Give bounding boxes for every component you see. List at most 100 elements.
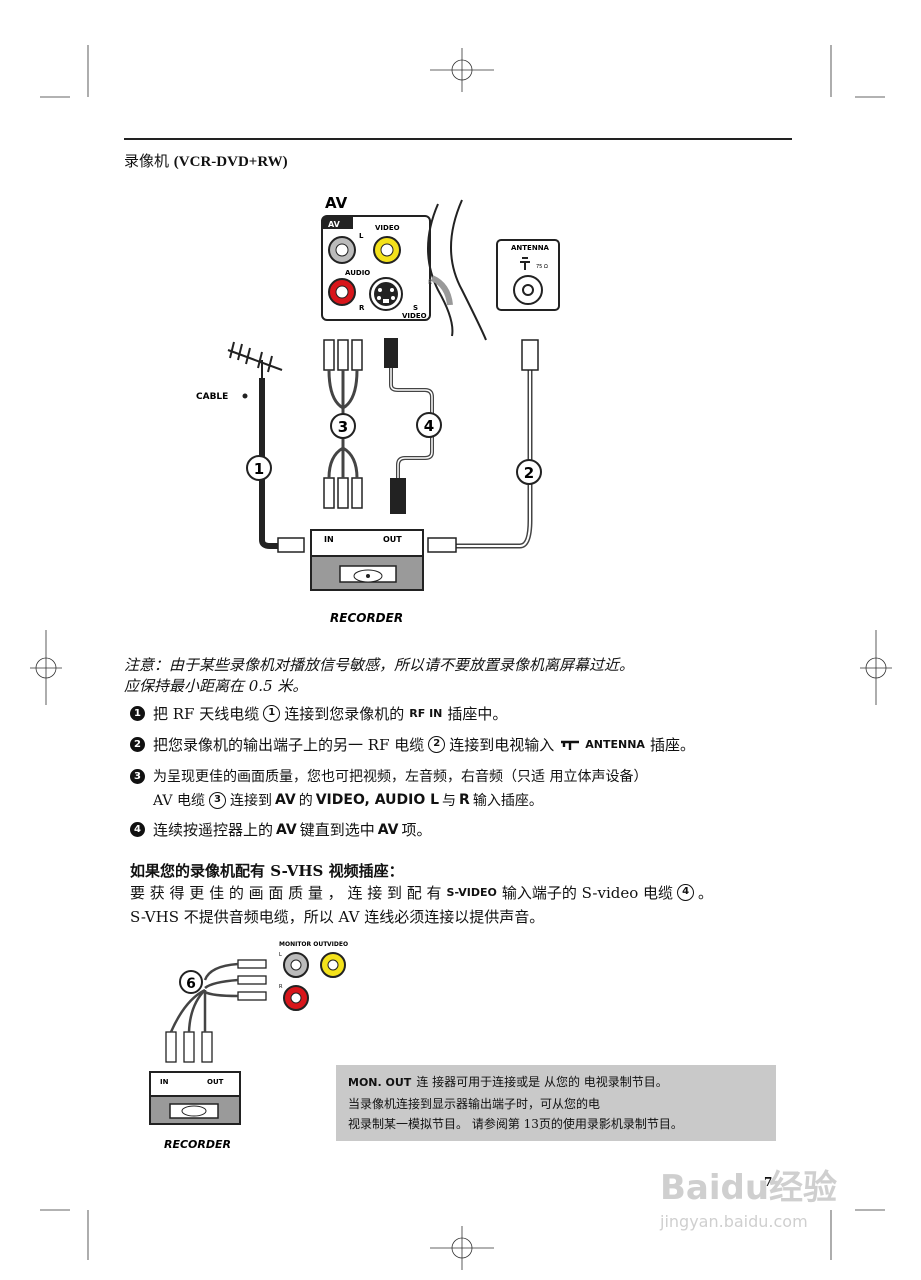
antenna-symbol-icon (561, 740, 580, 750)
step-1-keyword: RF IN (409, 707, 443, 720)
cable-3-av-cable (323, 339, 363, 509)
recorder2-in-label: IN (160, 1078, 169, 1086)
antenna-jack (513, 275, 543, 305)
cable-3-number: 3 (338, 418, 348, 436)
svhs-keyword: S-VIDEO (446, 886, 497, 899)
step-4-keyword-av: AV (276, 821, 297, 838)
watermark-brand: Baidu经验 (660, 1168, 838, 1208)
cable-2-plug-top (521, 339, 539, 371)
step-3-text-c: 输入插座。 (472, 793, 543, 809)
step-3-keyword-video-audio: VIDEO, AUDIO L (315, 792, 440, 808)
monitor-jack-r (283, 985, 309, 1011)
step-4-text-c: 项。 (401, 821, 432, 839)
jack-video (373, 236, 401, 264)
step-1-cable-ref: 1 (263, 705, 281, 722)
jack-audio-r (328, 278, 356, 306)
recorder2-caption: RECORDER (164, 1138, 231, 1151)
mon-out-info-box: MON. OUT 连 接器可用于连接或是 从您的 电视录制节目。 当录像机连接到显… (336, 1065, 776, 1141)
video-label: VIDEO (375, 224, 400, 232)
info-line-2: 当录像机连接到显示器输出端子时，可从您的电 (348, 1097, 601, 1111)
svhs-text-b: 输入端子的 S-video 电缆 (501, 884, 674, 902)
svideo-label: VIDEO (402, 312, 427, 320)
page-title: 录像机 (VCR-DVD+RW) (124, 150, 288, 171)
antenna-panel (496, 239, 560, 311)
monitor-video-label: VIDEO (327, 941, 348, 948)
cable-6-number: 6 (186, 976, 196, 992)
step-1-text-a: 把 RF 天线电缆 (153, 705, 260, 723)
info-line-3: 视录制某一模拟节目。 请参阅第 13页的使用录影机录制节目。 (348, 1117, 683, 1131)
step-3-text-a: 为呈现更佳的画面质量，您也可把视频，左音频，右音频（只适 用立体声设备） (153, 769, 648, 785)
step-4: 4 连续按遥控器上的 AV 键直到选中 AV 项。 (130, 819, 432, 840)
step-4-bullet: 4 (130, 822, 145, 837)
recorder-out-label: OUT (383, 535, 402, 544)
recorder-device-2 (149, 1071, 241, 1125)
watermark-url: jingyan.baidu.com (660, 1212, 808, 1231)
av-tag: AV (328, 220, 341, 229)
step-3-cable-ref: 3 (208, 791, 226, 809)
info-text-1: 连 接器可用于连接或是 从您的 电视录制节目。 (416, 1075, 668, 1089)
svideo-s-label: S (413, 304, 418, 312)
svhs-paragraph-1: 要 获 得 更 佳 的 画 面 质 量 ， 连 接 到 配 有 S-VIDEO … (130, 882, 713, 903)
note-line-2: 应保持最小距离在 0.5 米。 (124, 677, 308, 695)
monitor-l-label: L (279, 952, 282, 958)
cable-2-plug-bottom (427, 537, 457, 553)
cable-label: CABLE (196, 392, 228, 402)
step-2-text-a: 把您录像机的输出端子上的另一 RF 电缆 (153, 736, 425, 754)
cable-2-number: 2 (524, 464, 534, 482)
note-line-1: 注意：由于某些录像机对播放信号敏感，所以请不要放置录像机离屏幕过近。 (124, 656, 635, 674)
step-1: 1 把 RF 天线电缆 1 连接到您录像机的 RF IN 插座中。 (130, 703, 507, 724)
title-cn: 录像机 (124, 152, 170, 170)
title-en: (VCR-DVD+RW) (173, 154, 288, 170)
step-3-text-and: 与 (442, 793, 457, 809)
antenna-icon (520, 257, 530, 270)
step-2-text-b: 连接到电视输入 (449, 736, 555, 754)
antenna-ohm: 75 Ω (536, 264, 548, 270)
step-3-keyword-r: R (459, 792, 470, 808)
antenna-label: ANTENNA (511, 244, 550, 252)
recorder2-out-label: OUT (207, 1078, 224, 1086)
step-2-keyword: ANTENNA (585, 738, 645, 751)
step-2-cable-ref: 2 (428, 736, 446, 753)
cable-4-number: 4 (424, 417, 434, 435)
step-3-text-b: 连接到 (229, 793, 272, 809)
aerial-antenna-icon (227, 341, 283, 380)
jack-svideo (369, 277, 403, 311)
monitor-jack-l (283, 952, 309, 978)
step-3-bullet: 3 (130, 768, 145, 784)
step-3-text-pre: AV 电缆 (153, 793, 205, 809)
port-l-label: L (359, 232, 364, 240)
header-rule (124, 138, 792, 140)
partial-jack (430, 275, 453, 306)
cable-1-wire (259, 378, 282, 549)
recorder-caption: RECORDER (330, 611, 403, 625)
step-1-text-b: 连接到您录像机的 (284, 705, 405, 723)
monitor-jack-video (320, 952, 346, 978)
monitor-out-label: MONITOR OUT (279, 941, 328, 948)
step-4-text-a: 连续按遥控器上的 (153, 821, 274, 839)
step-3-text-de: 的 (298, 793, 313, 809)
svhs-cable-ref: 4 (677, 884, 695, 901)
audio-label: AUDIO (345, 269, 370, 277)
cable-1-plug (277, 537, 305, 553)
safety-note: 注意：由于某些录像机对播放信号敏感，所以请不要放置录像机离屏幕过近。 应保持最小… (124, 655, 634, 697)
step-3-keyword-av: AV (274, 792, 296, 808)
step-4-keyword-av-2: AV (377, 821, 399, 838)
av-tag-bg (323, 217, 353, 229)
step-1-bullet: 1 (130, 706, 145, 721)
port-r-label: R (359, 304, 365, 312)
monitor-r-label: R (279, 984, 283, 990)
partial-jack-r-label: R (428, 279, 432, 286)
info-line-1: MON. OUT 连 接器可用于连接或是 从您的 电视录制节目。 (348, 1073, 668, 1090)
recorder-in-label: IN (324, 535, 334, 544)
av-heading: AV (325, 194, 348, 212)
step-3-line-2: AV 电缆 3 连接到 AV 的 VIDEO, AUDIO L 与 R 输入插座… (153, 790, 543, 810)
step-2-text-c: 插座。 (649, 736, 695, 754)
info-keyword: MON. OUT (348, 1076, 412, 1089)
panel-break-line-2 (450, 199, 487, 341)
svhs-paragraph-2: S-VHS 不提供音频电缆，所以 AV 连线必须连接以提供声音。 (130, 908, 545, 926)
panel-break-line (427, 203, 454, 337)
cable-2-wire (456, 368, 533, 549)
step-2-bullet: 2 (130, 737, 145, 752)
av-panel (321, 215, 431, 321)
